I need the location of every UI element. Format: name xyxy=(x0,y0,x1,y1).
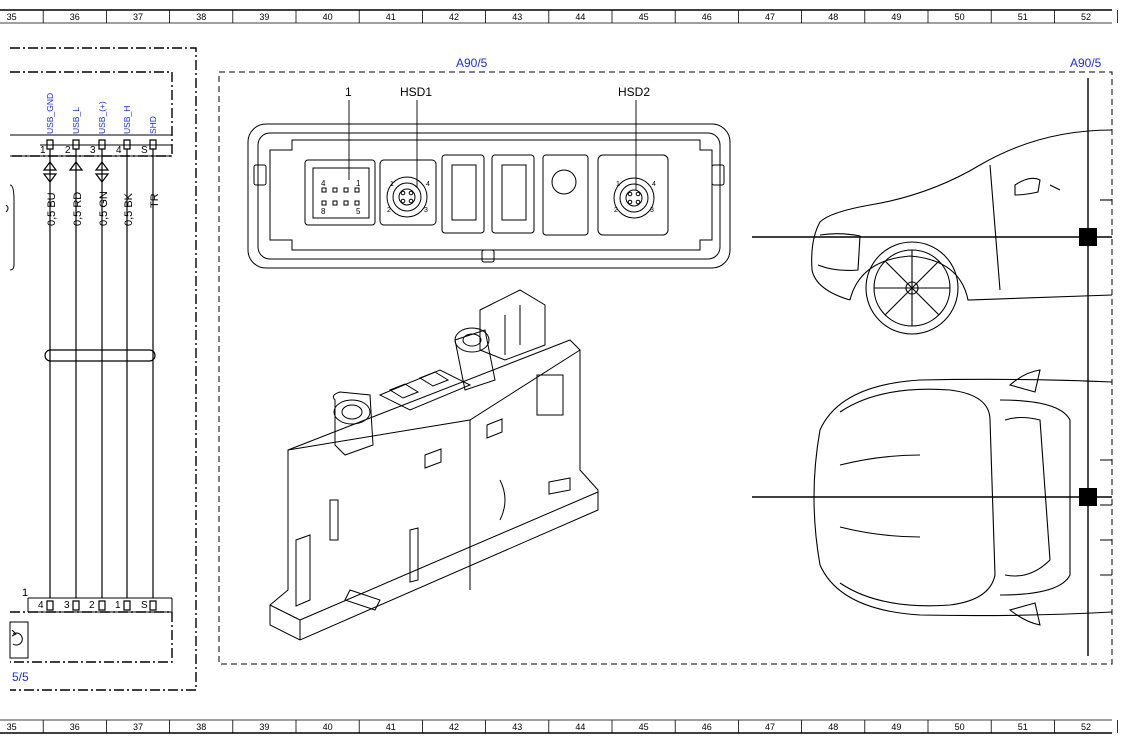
module-front-view xyxy=(247,123,731,269)
top-grid-column-45: 45 xyxy=(639,12,649,22)
pin-number-bottom-2: 3 xyxy=(64,600,70,611)
top-grid-column-47: 47 xyxy=(765,12,775,22)
bottom-grid-column-42: 42 xyxy=(449,722,459,732)
wire-label-1: 0,5 BU xyxy=(46,192,58,226)
wire-label-2: 0,5 RD xyxy=(72,192,84,226)
connector-pin-8: 8 xyxy=(321,207,326,216)
location-marker-top xyxy=(1079,488,1097,506)
pin-signal-5: SHD xyxy=(148,116,158,134)
bottom-grid-column-52: 52 xyxy=(1081,722,1091,732)
top-grid-column-52: 52 xyxy=(1081,12,1091,22)
wire-bundle-marker xyxy=(44,349,156,362)
connector-pin-1: 1 xyxy=(356,179,361,188)
hsd1-pin-2: 2 xyxy=(387,207,391,214)
pin-signal-4: USB_H xyxy=(122,106,132,134)
pin-number-bottom-4: 1 xyxy=(115,600,121,611)
hsd2-pin-3: 3 xyxy=(650,207,654,214)
vehicle-side-view xyxy=(811,129,1113,335)
module-isometric-view xyxy=(269,289,599,641)
component-ref-label: A90/5 xyxy=(456,56,488,70)
device-symbol-icon xyxy=(11,629,23,646)
top-grid-column-38: 38 xyxy=(196,12,206,22)
hsd2-pin-4: 4 xyxy=(652,181,656,188)
bottom-connector-number: 1 xyxy=(22,587,28,599)
top-grid-column-50: 50 xyxy=(955,12,965,22)
bottom-grid-column-36: 36 xyxy=(70,722,80,732)
top-grid-column-48: 48 xyxy=(828,12,838,22)
pin-number-bottom-5: S xyxy=(141,600,148,611)
bottom-grid-column-50: 50 xyxy=(955,722,965,732)
top-grid-column-41: 41 xyxy=(386,12,396,22)
bottom-grid-column-41: 41 xyxy=(386,722,396,732)
pin-signal-1: USB_GND xyxy=(45,93,55,134)
callout-hsd2: HSD2 xyxy=(618,85,650,99)
wire-label-4: 0,5 BK xyxy=(123,192,135,226)
top-grid-column-39: 39 xyxy=(259,12,269,22)
hsd1-pin-1: 1 xyxy=(390,181,394,188)
main-component-block: A90/5 A90/5 1 HSD1 HSD2 xyxy=(218,56,1113,665)
wire-label-5: TR xyxy=(149,193,161,208)
hsd1-pin-4: 4 xyxy=(426,181,430,188)
top-grid-column-40: 40 xyxy=(323,12,333,22)
bottom-grid-column-35: 35 xyxy=(7,722,17,732)
top-grid-column-49: 49 xyxy=(891,12,901,22)
left-ref-label: 5/5 xyxy=(12,670,29,684)
bottom-grid-column-38: 38 xyxy=(196,722,206,732)
callout-hsd1: HSD1 xyxy=(400,85,432,99)
bottom-grid-column-43: 43 xyxy=(512,722,522,732)
left-schematic: USB_GND USB_L USB_(+) USB_H SHD 1 2 3 4 … xyxy=(5,47,197,691)
callout-connector: 1 xyxy=(345,85,352,99)
bottom-grid-column-45: 45 xyxy=(639,722,649,732)
bottom-grid-column-40: 40 xyxy=(323,722,333,732)
hsd1-pin-3: 3 xyxy=(424,207,428,214)
pin-number-top-3: 3 xyxy=(90,145,96,156)
pin-number-top-4: 4 xyxy=(116,145,122,156)
pin-number-bottom-3: 2 xyxy=(89,600,95,611)
hsd2-pin-2: 2 xyxy=(614,207,618,214)
pin-number-top-5: S xyxy=(141,145,148,156)
bottom-grid-column-39: 39 xyxy=(259,722,269,732)
pin-number-top-1: 1 xyxy=(40,145,46,156)
hsd2-pin-1: 1 xyxy=(616,181,620,188)
top-grid-column-51: 51 xyxy=(1018,12,1028,22)
bottom-grid-column-46: 46 xyxy=(702,722,712,732)
pin-number-bottom-1: 4 xyxy=(38,600,44,611)
connector-pin-4: 4 xyxy=(321,179,326,188)
pin-signal-3: USB_(+) xyxy=(97,101,107,134)
connector-pin-5: 5 xyxy=(356,207,361,216)
top-grid-column-44: 44 xyxy=(575,12,585,22)
bottom-grid-column-44: 44 xyxy=(575,722,585,732)
top-grid-column-42: 42 xyxy=(449,12,459,22)
location-marker-side xyxy=(1079,228,1097,246)
top-grid-strip: 35 36 37 38 39 40 41 42 43 44 45 46 47 48 49 50 51 52 xyxy=(0,9,1118,24)
pin-signal-2: USB_L xyxy=(71,107,81,134)
wire-label-3: 0,5 GN xyxy=(98,191,110,226)
top-grid-column-46: 46 xyxy=(702,12,712,22)
top-grid-column-43: 43 xyxy=(512,12,522,22)
top-grid-column-35: 35 xyxy=(7,12,17,22)
bottom-grid-column-47: 47 xyxy=(765,722,775,732)
bottom-grid-column-37: 37 xyxy=(133,722,143,732)
pin-number-top-2: 2 xyxy=(65,145,71,156)
top-grid-column-36: 36 xyxy=(70,12,80,22)
bottom-grid-column-48: 48 xyxy=(828,722,838,732)
bottom-grid-strip: 35 36 37 38 39 40 41 42 43 44 45 46 47 48 49 50 51 52 xyxy=(0,719,1118,734)
top-grid-column-37: 37 xyxy=(133,12,143,22)
component-ref-label-right: A90/5 xyxy=(1070,56,1102,70)
bottom-grid-column-51: 51 xyxy=(1018,722,1028,732)
bottom-grid-column-49: 49 xyxy=(891,722,901,732)
